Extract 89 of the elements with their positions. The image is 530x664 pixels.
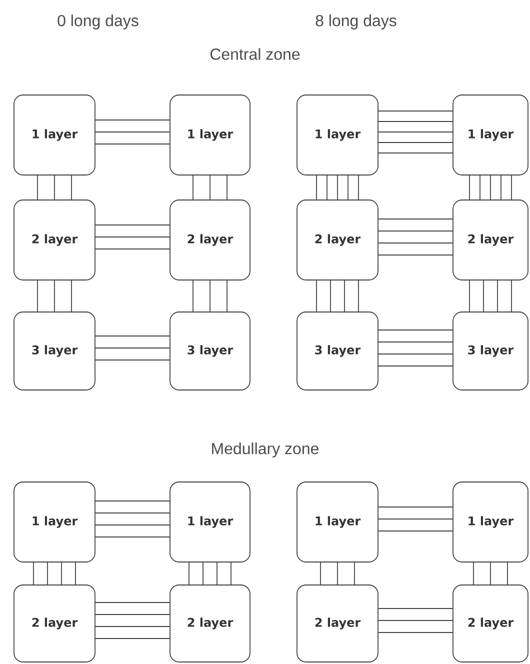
connecting-line <box>192 280 194 312</box>
connecting-line <box>500 175 502 200</box>
layer-box: 1 layer <box>452 94 528 176</box>
connecting-line <box>378 620 453 621</box>
connecting-line <box>95 536 170 538</box>
connecting-line <box>95 500 170 502</box>
connecting-line <box>54 280 55 312</box>
connecting-line <box>354 562 355 585</box>
layer-box: 3 layer <box>170 312 250 390</box>
connecting-line <box>378 254 453 256</box>
connecting-line <box>54 175 55 200</box>
connecting-line <box>378 608 453 609</box>
layer-box: 1 layer <box>452 482 528 562</box>
connecting-line <box>75 562 76 585</box>
zone-heading: Medullary zone <box>212 442 318 458</box>
layer-box: 1 layer <box>14 94 96 176</box>
layer-box: 1 layer <box>296 94 378 176</box>
connecting-line <box>378 110 453 112</box>
layer-box: 2 layer <box>296 200 378 280</box>
layer-box: 3 layer <box>296 312 378 390</box>
connecting-line <box>95 524 170 526</box>
connecting-line <box>37 280 38 312</box>
connecting-line <box>358 175 359 200</box>
connecting-line <box>226 175 228 200</box>
layer-box: 3 layer <box>14 312 96 390</box>
connecting-line <box>316 280 317 312</box>
layer-box: 2 layer <box>14 200 96 280</box>
column-heading: 8 long days <box>316 14 396 30</box>
connecting-line <box>61 562 62 585</box>
connecting-line <box>469 175 470 200</box>
connecting-line <box>378 632 453 633</box>
connecting-line <box>473 562 474 585</box>
layer-box: 1 layer <box>296 482 378 562</box>
connecting-line <box>344 280 345 312</box>
connecting-line <box>337 562 338 585</box>
zone-heading: Central zone <box>210 48 300 60</box>
connecting-line <box>95 614 170 615</box>
layer-box: 1 layer <box>170 94 250 176</box>
connecting-line <box>378 218 453 220</box>
layer-box: 1 layer <box>14 482 96 562</box>
connecting-line <box>497 280 498 312</box>
connecting-line <box>469 280 470 312</box>
layer-box: 2 layer <box>296 584 378 662</box>
layer-box: 2 layer <box>14 584 96 662</box>
connecting-line <box>95 638 170 639</box>
connecting-line <box>490 562 491 585</box>
connecting-line <box>202 562 204 585</box>
connecting-line <box>378 518 453 520</box>
connecting-line <box>37 175 38 200</box>
connecting-line <box>226 280 228 312</box>
connecting-line <box>511 175 512 200</box>
layer-box: 2 layer <box>452 584 528 662</box>
connecting-line <box>511 280 512 312</box>
connecting-line <box>71 175 72 200</box>
connecting-line <box>33 562 34 585</box>
connecting-line <box>95 236 170 238</box>
connecting-line <box>95 626 170 627</box>
connecting-line <box>230 562 232 585</box>
connecting-line <box>95 512 170 514</box>
connecting-line <box>71 280 72 312</box>
connecting-line <box>378 142 453 143</box>
connecting-line <box>337 175 338 200</box>
connecting-line <box>95 248 170 250</box>
column-heading: 0 long days <box>58 14 138 30</box>
connecting-line <box>378 121 453 122</box>
connecting-line <box>320 562 321 585</box>
connecting-line <box>378 242 453 244</box>
connecting-line <box>330 280 331 312</box>
connecting-line <box>95 602 170 603</box>
connecting-line <box>507 562 508 585</box>
layer-box: 2 layer <box>452 200 528 280</box>
layer-box: 2 layer <box>170 584 250 662</box>
connecting-line <box>483 280 484 312</box>
layer-box: 2 layer <box>170 200 250 280</box>
connecting-line <box>378 530 453 532</box>
connecting-line <box>358 280 359 312</box>
connecting-line <box>378 230 453 232</box>
connecting-line <box>378 506 453 508</box>
connecting-line <box>490 175 491 200</box>
connecting-line <box>316 175 317 200</box>
connecting-line <box>378 152 453 154</box>
connecting-line <box>326 175 328 200</box>
connecting-line <box>192 175 194 200</box>
connecting-line <box>188 562 190 585</box>
layer-box: 1 layer <box>170 482 250 562</box>
connecting-line <box>216 562 218 585</box>
connecting-line <box>95 224 170 226</box>
connecting-line <box>47 562 48 585</box>
layer-box: 3 layer <box>452 312 528 390</box>
